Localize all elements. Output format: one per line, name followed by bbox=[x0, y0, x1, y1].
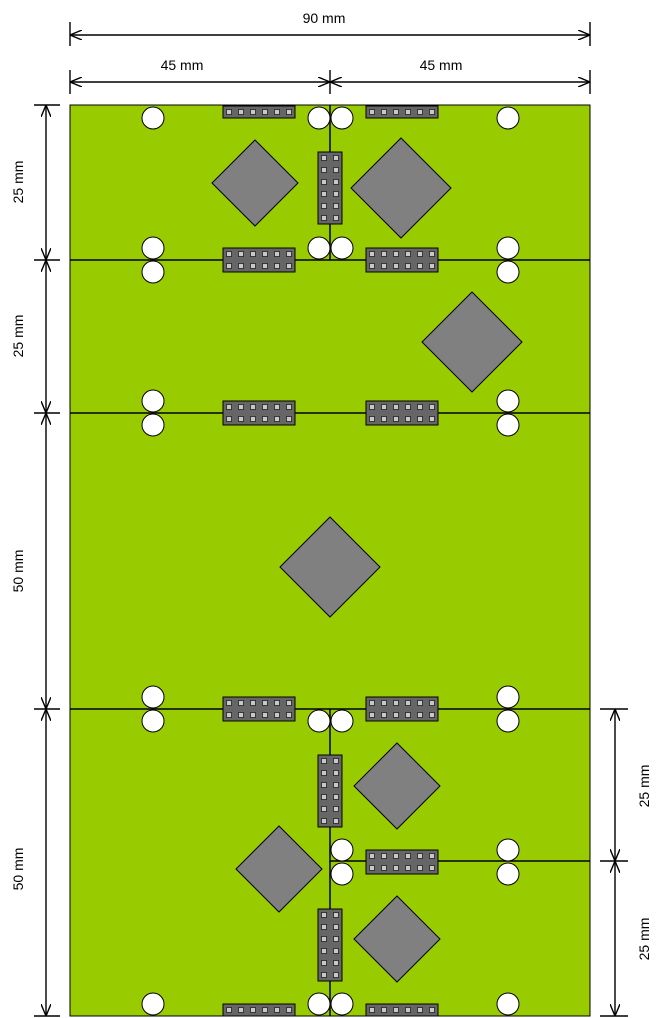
mounting-hole-icon bbox=[141, 709, 165, 733]
dim-label-left-2: 50 mm bbox=[10, 550, 26, 593]
mounting-hole-icon bbox=[496, 413, 520, 437]
mounting-hole-icon bbox=[307, 106, 331, 130]
chips bbox=[211, 137, 523, 983]
mounting-hole-icon bbox=[141, 260, 165, 284]
mounting-hole-icon bbox=[330, 838, 354, 862]
mounting-holes bbox=[141, 106, 520, 1016]
left-dimensions bbox=[34, 104, 60, 1017]
chip-icon bbox=[211, 139, 299, 227]
mounting-hole-icon bbox=[330, 236, 354, 260]
mounting-hole-icon bbox=[496, 862, 520, 886]
mounting-hole-icon bbox=[496, 260, 520, 284]
mounting-hole-icon bbox=[496, 106, 520, 130]
mounting-hole-icon bbox=[141, 992, 165, 1016]
pin-header-icon bbox=[317, 754, 343, 828]
dim-label-left-width: 45 mm bbox=[161, 57, 204, 73]
dim-label-left-0: 25 mm bbox=[10, 161, 26, 204]
mounting-hole-icon bbox=[307, 992, 331, 1016]
chip-icon bbox=[353, 742, 441, 830]
mounting-hole-icon bbox=[496, 992, 520, 1016]
pin-header-icon bbox=[317, 151, 343, 225]
pin-header-icon bbox=[365, 1003, 439, 1017]
mounting-hole-icon bbox=[141, 413, 165, 437]
chip-icon bbox=[235, 825, 323, 913]
mounting-hole-icon bbox=[141, 236, 165, 260]
mounting-hole-icon bbox=[141, 106, 165, 130]
mounting-hole-icon bbox=[496, 709, 520, 733]
pin-header-icon bbox=[222, 105, 296, 119]
pin-header-icon bbox=[365, 400, 439, 426]
mounting-hole-icon bbox=[330, 106, 354, 130]
pin-header-icon bbox=[222, 696, 296, 722]
mounting-hole-icon bbox=[330, 862, 354, 886]
top-dimensions bbox=[69, 22, 591, 94]
dim-label-total-width: 90 mm bbox=[303, 10, 346, 26]
pin-header-icon bbox=[365, 849, 439, 875]
mounting-hole-icon bbox=[141, 389, 165, 413]
dim-label-right-width: 45 mm bbox=[420, 57, 463, 73]
mounting-hole-icon bbox=[496, 838, 520, 862]
pin-header-icon bbox=[365, 696, 439, 722]
chip-icon bbox=[279, 516, 381, 618]
pin-header-icon bbox=[365, 105, 439, 119]
right-dimensions bbox=[600, 708, 628, 1017]
dim-label-left-3: 50 mm bbox=[10, 848, 26, 891]
pin-header-icon bbox=[222, 400, 296, 426]
chip-icon bbox=[353, 895, 441, 983]
pin-headers bbox=[222, 105, 439, 1017]
dim-label-left-1: 25 mm bbox=[10, 315, 26, 358]
pin-header-icon bbox=[222, 247, 296, 273]
mounting-hole-icon bbox=[496, 685, 520, 709]
mounting-hole-icon bbox=[330, 709, 354, 733]
mounting-hole-icon bbox=[307, 709, 331, 733]
chip-icon bbox=[350, 137, 452, 239]
pin-header-icon bbox=[365, 247, 439, 273]
mounting-hole-icon bbox=[330, 992, 354, 1016]
mounting-hole-icon bbox=[141, 685, 165, 709]
pin-header-icon bbox=[222, 1003, 296, 1017]
pin-header-icon bbox=[317, 908, 343, 982]
mounting-hole-icon bbox=[496, 389, 520, 413]
mounting-hole-icon bbox=[307, 236, 331, 260]
chip-icon bbox=[421, 291, 523, 393]
mounting-hole-icon bbox=[496, 236, 520, 260]
dim-label-right-0: 25 mm bbox=[636, 765, 652, 808]
dim-label-right-1: 25 mm bbox=[636, 918, 652, 961]
